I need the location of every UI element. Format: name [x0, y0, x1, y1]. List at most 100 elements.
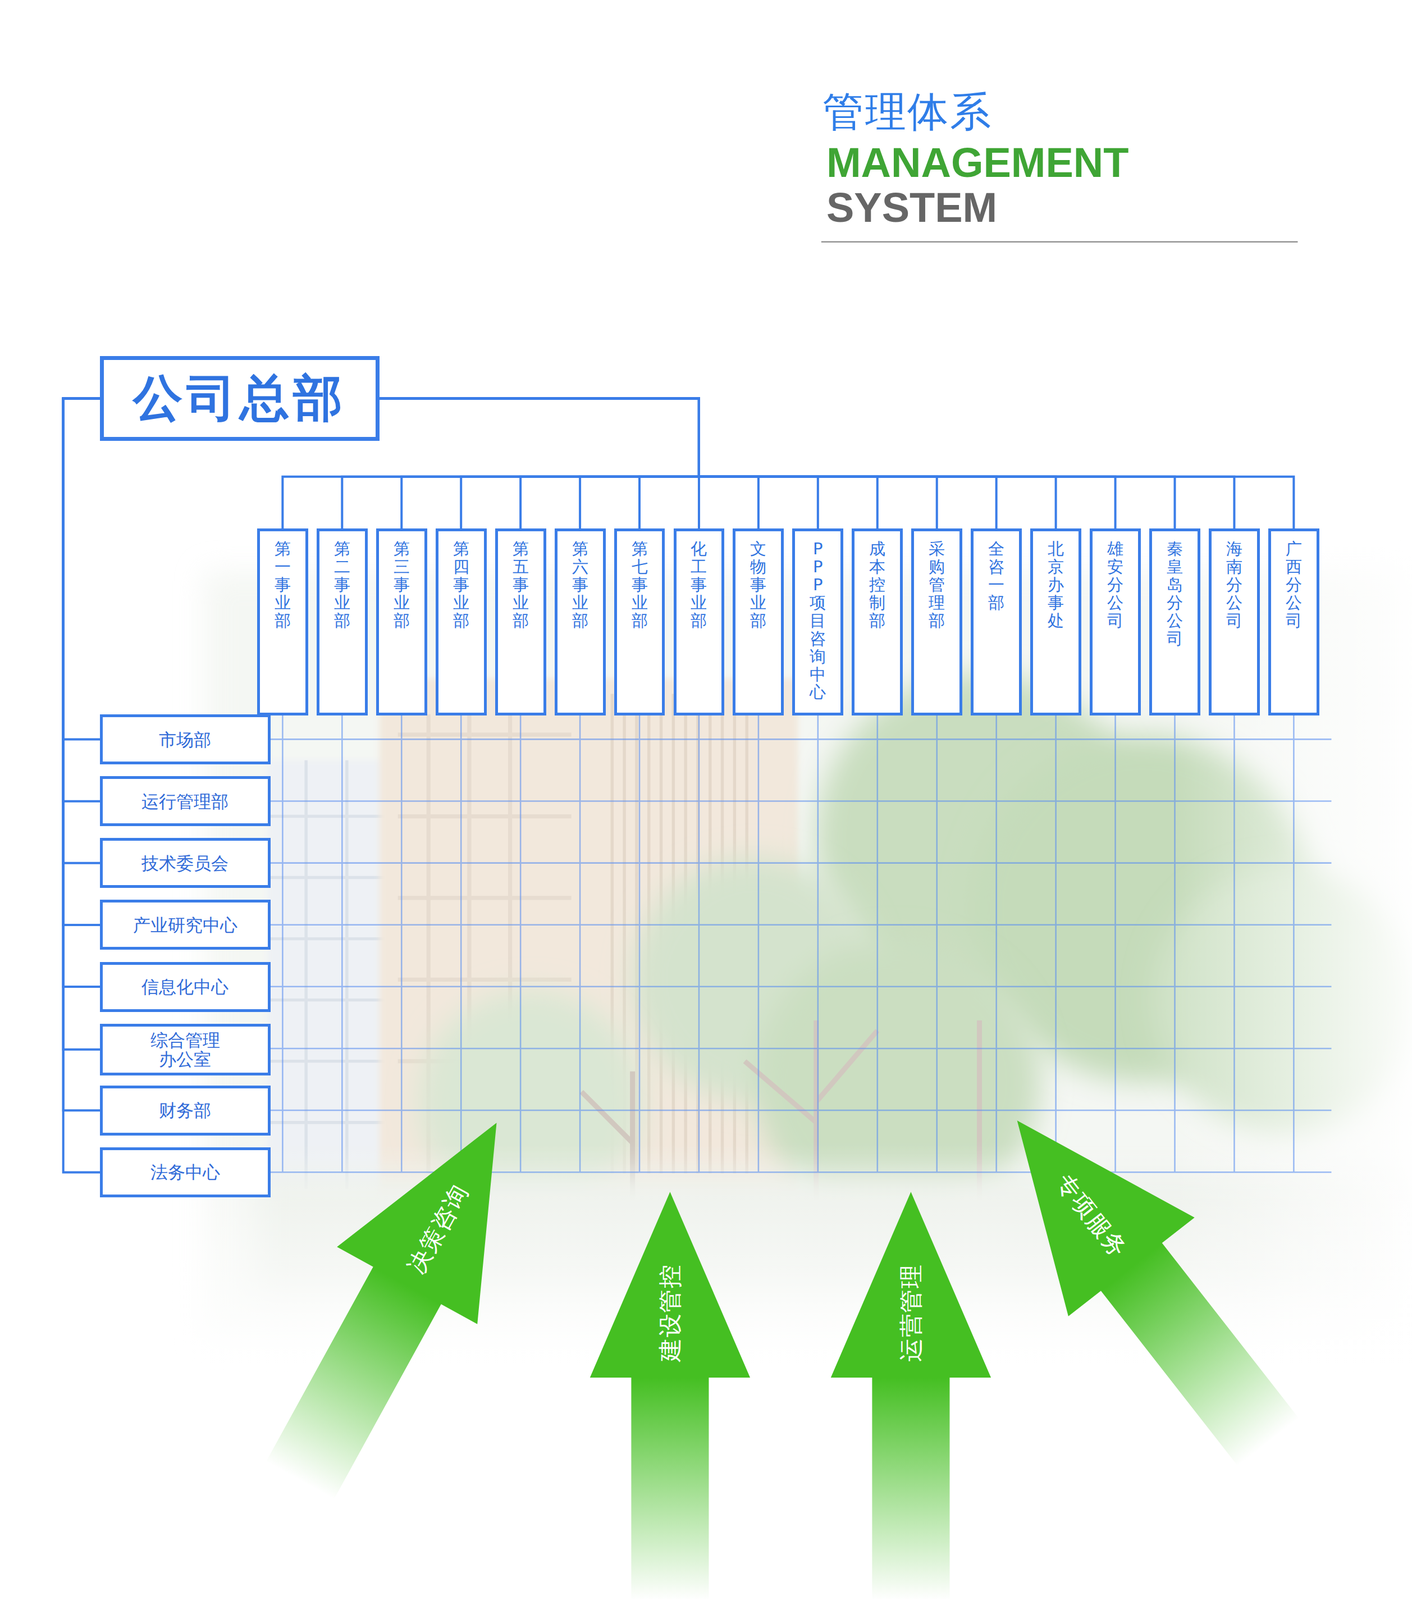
department-box: 第六事业部: [554, 528, 606, 716]
arrow-shape: [230, 1083, 568, 1519]
connector-line: [63, 398, 100, 863]
connector-line: [63, 398, 100, 1173]
department-box: 成本控制部: [851, 528, 903, 716]
function-box: 财务部: [99, 1085, 271, 1136]
node-text: 文物事业部: [750, 540, 767, 630]
function-box: 市场部: [99, 714, 271, 765]
function-box: 产业研究中心: [99, 899, 271, 950]
connector-line: [63, 398, 100, 802]
connector-line: [379, 398, 938, 529]
node-text: 运行管理部: [141, 791, 229, 811]
function-box: 信息化中心: [99, 961, 271, 1012]
department-box: 第二事业部: [316, 528, 368, 716]
tree-canopy: [969, 734, 1316, 1082]
department-box: 第一事业部: [257, 528, 309, 716]
arrow-body: [590, 1191, 751, 1600]
connector-line: [379, 398, 699, 529]
subtitle-label: MANAGEMENT: [826, 142, 1130, 184]
tree-canopy: [1152, 866, 1412, 1132]
department-box: 化工事业部: [673, 528, 725, 716]
department-box: 雄安分公司: [1089, 528, 1141, 716]
connector-line: [379, 398, 699, 529]
node-text: 海南分公司: [1226, 540, 1243, 630]
arrow-body: [830, 1191, 991, 1600]
function-box: 运行管理部: [99, 775, 271, 826]
arrow-shape: [830, 1191, 991, 1600]
department-box: 广西分公司: [1268, 528, 1320, 716]
connector-line: [379, 398, 1057, 529]
main-building-windows: [398, 714, 572, 1174]
arrow-shape: [590, 1191, 751, 1600]
node-text: 全咨一部: [988, 540, 1005, 612]
department-box: 第七事业部: [614, 528, 666, 716]
main-building: [379, 678, 798, 1219]
node-text: 第六事业部: [572, 540, 589, 630]
connector-line: [63, 398, 100, 925]
department-box: 海南分公司: [1208, 528, 1260, 716]
arrow-body: [953, 1070, 1332, 1491]
node-text: 产业研究中心: [133, 915, 238, 935]
arrow-shape: [953, 1070, 1332, 1491]
node-text: 第七事业部: [631, 540, 648, 630]
tree-trunks: [581, 1020, 980, 1235]
connector-line: [379, 398, 878, 529]
node-text: 第二事业部: [334, 540, 351, 630]
tree-canopy: [816, 673, 1144, 1000]
glass-building: [267, 760, 385, 1189]
node-text: 公司总部: [133, 371, 347, 426]
function-box: 技术委员会: [99, 837, 271, 888]
node-text: 第一事业部: [274, 540, 291, 630]
node-text: 法务中心: [150, 1162, 221, 1182]
node-text: 第五事业部: [512, 540, 529, 630]
arrow-body: [230, 1083, 568, 1519]
connector-line: [379, 398, 699, 529]
page-title: 管理体系: [822, 90, 994, 132]
headquarters-box: 公司总部: [99, 355, 380, 441]
function-box: 法务中心: [99, 1147, 271, 1197]
node-text: 采购管理部: [928, 540, 945, 630]
node-text: 市场部: [158, 729, 212, 749]
node-text: 技术委员会: [141, 853, 229, 873]
node-text: 广西分公司: [1285, 540, 1302, 630]
department-box: 第五事业部: [495, 528, 547, 716]
service-arrow: 专项服务: [953, 1070, 1332, 1491]
department-box: 第四事业部: [435, 528, 487, 716]
node-text: 雄安分公司: [1107, 540, 1124, 630]
node-text: 第三事业部: [393, 540, 410, 630]
connector-line: [63, 398, 100, 1111]
main-building-fins: [611, 693, 747, 1174]
right-fade: [1173, 408, 1412, 1429]
node-text: 建设管控: [658, 1263, 683, 1362]
service-arrow: 决策咨询: [230, 1083, 568, 1519]
title-rule: [821, 241, 1299, 243]
node-text: 成本控制部: [869, 540, 886, 630]
connector-line: [379, 398, 1235, 529]
connector-line: [341, 398, 699, 529]
department-box: PPP项目咨询中心: [792, 528, 844, 716]
connector-line: [63, 398, 100, 1050]
service-arrow: 建设管控: [590, 1191, 751, 1600]
connector-line: [379, 398, 699, 529]
node-text: 财务部: [158, 1100, 212, 1120]
department-box: 全咨一部: [970, 528, 1022, 716]
connector-line: [379, 398, 1116, 529]
grid-lines: [270, 660, 1332, 1172]
node-text: 运营管理: [899, 1263, 923, 1362]
tree-canopy: [755, 938, 1041, 1225]
node-text: 化工事业部: [690, 540, 707, 630]
node-text: 信息化中心: [141, 976, 229, 996]
connector-line: [379, 398, 997, 529]
function-box: 综合管理 办公室: [99, 1023, 271, 1076]
department-box: 采购管理部: [911, 528, 963, 716]
connector-line: [63, 398, 100, 740]
subtitle-label: SYSTEM: [826, 186, 998, 229]
node-text: 第四事业部: [453, 540, 470, 630]
connector-line: [379, 398, 1176, 529]
connector-line: [379, 398, 759, 529]
glass-building-windows: [267, 760, 385, 1189]
connector-line: [379, 398, 699, 529]
department-box: 北京办事处: [1030, 528, 1082, 716]
service-arrow: 运营管理: [830, 1191, 991, 1600]
node-text: 秦皇岛分公司: [1166, 540, 1183, 648]
